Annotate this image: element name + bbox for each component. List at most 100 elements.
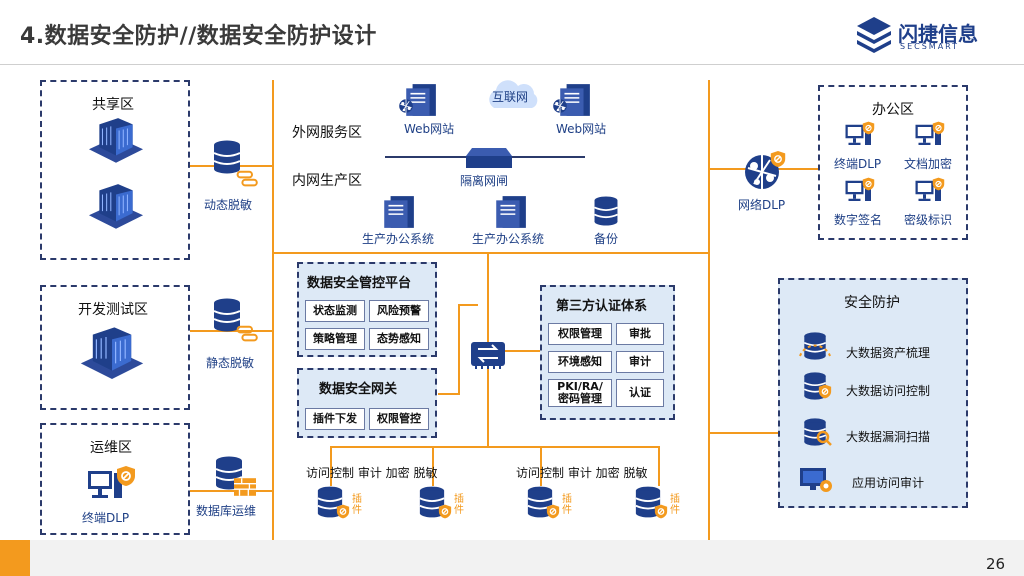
firewall-icon xyxy=(234,478,256,496)
shield-icon xyxy=(654,504,668,519)
server-icon xyxy=(380,194,416,230)
bottom-capabilities-label-1: 访问控制 审计 加密 脱敏 xyxy=(306,466,438,480)
plugin-tag: 插件 xyxy=(562,494,572,516)
platform-title: 数据安全管控平台 xyxy=(307,276,412,291)
platform-cell-situation[interactable]: 态势感知 xyxy=(369,328,429,350)
auth-cell-audit[interactable]: 审计 xyxy=(616,351,664,373)
plugin-tag: 插件 xyxy=(454,494,464,516)
plugin-tag: 插件 xyxy=(670,494,680,516)
auth-cell-pki[interactable]: PKI/RA/ 密码管理 xyxy=(548,379,612,407)
isolation-gateway-label: 隔离网闸 xyxy=(460,174,509,188)
server-icon xyxy=(492,194,528,230)
shield-icon xyxy=(546,504,560,519)
dynamic-masking-label: 动态脱敏 xyxy=(204,198,253,212)
terminal-dlp-label: 终端DLP xyxy=(82,511,130,525)
drop-3 xyxy=(540,446,542,486)
platform-cell-policy[interactable]: 策略管理 xyxy=(305,328,365,350)
office-item-doc-encrypt: 文档加密 xyxy=(904,157,953,171)
office-item-terminal-dlp: 终端DLP xyxy=(834,157,882,171)
office-zone-title: 办公区 xyxy=(872,102,914,118)
shield-icon xyxy=(862,121,875,135)
shield-icon xyxy=(116,465,136,487)
auth-cell-env-sense[interactable]: 环境感知 xyxy=(548,351,612,373)
page-title: 4.数据安全防护//数据安全防护设计 xyxy=(20,24,377,49)
shield-icon xyxy=(336,504,350,519)
gateway-cell-permission[interactable]: 权限管控 xyxy=(369,408,429,430)
footer-bar xyxy=(0,540,1024,576)
auth-cell-authentication[interactable]: 认证 xyxy=(616,379,664,407)
shield-icon xyxy=(862,177,875,191)
drop-2 xyxy=(432,446,434,486)
gateway-title: 数据安全网关 xyxy=(319,382,398,397)
platform-vertical-link xyxy=(458,304,460,394)
web-site-label-2: Web网站 xyxy=(556,122,607,136)
shield-icon xyxy=(932,177,945,191)
drop-4 xyxy=(658,446,660,486)
radiating-lines-icon xyxy=(799,344,831,357)
gateway-device-icon xyxy=(464,146,514,170)
office-item-classification: 密级标识 xyxy=(904,213,953,227)
shield-icon xyxy=(932,121,945,135)
data-security-gateway: 数据安全网关 插件下发 权限管控 xyxy=(297,368,437,438)
shared-zone-title: 共享区 xyxy=(92,97,134,113)
bottom-bus-line xyxy=(330,446,660,448)
internet-label: 互联网 xyxy=(492,90,529,104)
gateway-cell-plugin[interactable]: 插件下发 xyxy=(305,408,365,430)
platform-cell-risk-alert[interactable]: 风险预警 xyxy=(369,300,429,322)
outer-service-zone-label: 外网服务区 xyxy=(292,125,362,141)
db-ops-label: 数据库运维 xyxy=(196,504,257,518)
plugin-tag: 插件 xyxy=(352,494,362,516)
security-zone-title: 安全防护 xyxy=(844,295,900,311)
network-dlp-label: 网络DLP xyxy=(738,198,786,212)
security-link-line xyxy=(708,432,778,434)
ops-link-line xyxy=(190,490,273,492)
header-divider xyxy=(0,64,1024,65)
database-icon xyxy=(212,140,242,174)
security-item-app-audit: 应用访问审计 xyxy=(852,476,925,490)
cloud-icon xyxy=(489,80,538,108)
database-icon xyxy=(592,196,620,226)
auth-cell-permission-mgmt[interactable]: 权限管理 xyxy=(548,323,612,345)
production-system-label-1: 生产办公系统 xyxy=(362,232,435,246)
security-item-asset-inventory: 大数据资产梳理 xyxy=(846,346,931,360)
right-trunk-line xyxy=(708,80,710,540)
logo-subtitle: SECSMART xyxy=(900,42,960,51)
building-icon xyxy=(84,116,148,168)
shield-icon xyxy=(818,384,832,399)
inner-production-zone-label: 内网生产区 xyxy=(292,173,362,189)
static-masking-label: 静态脱敏 xyxy=(206,356,255,370)
devtest-zone-title: 开发测试区 xyxy=(78,302,148,318)
monitor-audit-icon xyxy=(800,468,832,492)
drop-1 xyxy=(330,446,332,486)
ops-zone: 运维区 终端DLP xyxy=(40,423,190,535)
secsmart-logo-icon xyxy=(857,17,891,53)
switch-icon xyxy=(468,336,508,370)
devtest-zone: 开发测试区 xyxy=(40,285,190,410)
thirdparty-link-line xyxy=(500,350,542,352)
gateway-link-line xyxy=(438,393,460,395)
key-icon xyxy=(236,170,260,188)
platform-link-line xyxy=(458,304,478,306)
building-icon xyxy=(74,325,150,385)
third-party-title: 第三方认证体系 xyxy=(556,299,648,314)
shared-zone: 共享区 xyxy=(40,80,190,260)
globe-icon xyxy=(398,98,414,114)
backup-label: 备份 xyxy=(594,232,619,246)
building-icon xyxy=(84,182,148,234)
shield-icon xyxy=(438,504,452,519)
bottom-capabilities-label-2: 访问控制 审计 加密 脱敏 xyxy=(516,466,648,480)
security-item-vuln-scan: 大数据漏洞扫描 xyxy=(846,430,931,444)
middle-bus-line xyxy=(272,252,710,254)
security-protection-zone: 安全防护 大数据资产梳理 大数据访问控制 大数据漏洞扫描 应用访问审计 xyxy=(778,278,968,508)
logo-name: 闪捷信息 xyxy=(898,22,978,46)
footer-accent xyxy=(0,540,30,576)
office-item-digital-signature: 数字签名 xyxy=(834,213,883,227)
page-number: 26 xyxy=(986,555,1006,573)
left-trunk-line xyxy=(272,80,274,540)
shield-icon xyxy=(770,150,786,168)
production-system-label-2: 生产办公系统 xyxy=(472,232,545,246)
auth-cell-approval[interactable]: 审批 xyxy=(616,323,664,345)
web-site-label-1: Web网站 xyxy=(404,122,455,136)
security-item-access-control: 大数据访问控制 xyxy=(846,384,931,398)
platform-cell-status-monitor[interactable]: 状态监测 xyxy=(305,300,365,322)
